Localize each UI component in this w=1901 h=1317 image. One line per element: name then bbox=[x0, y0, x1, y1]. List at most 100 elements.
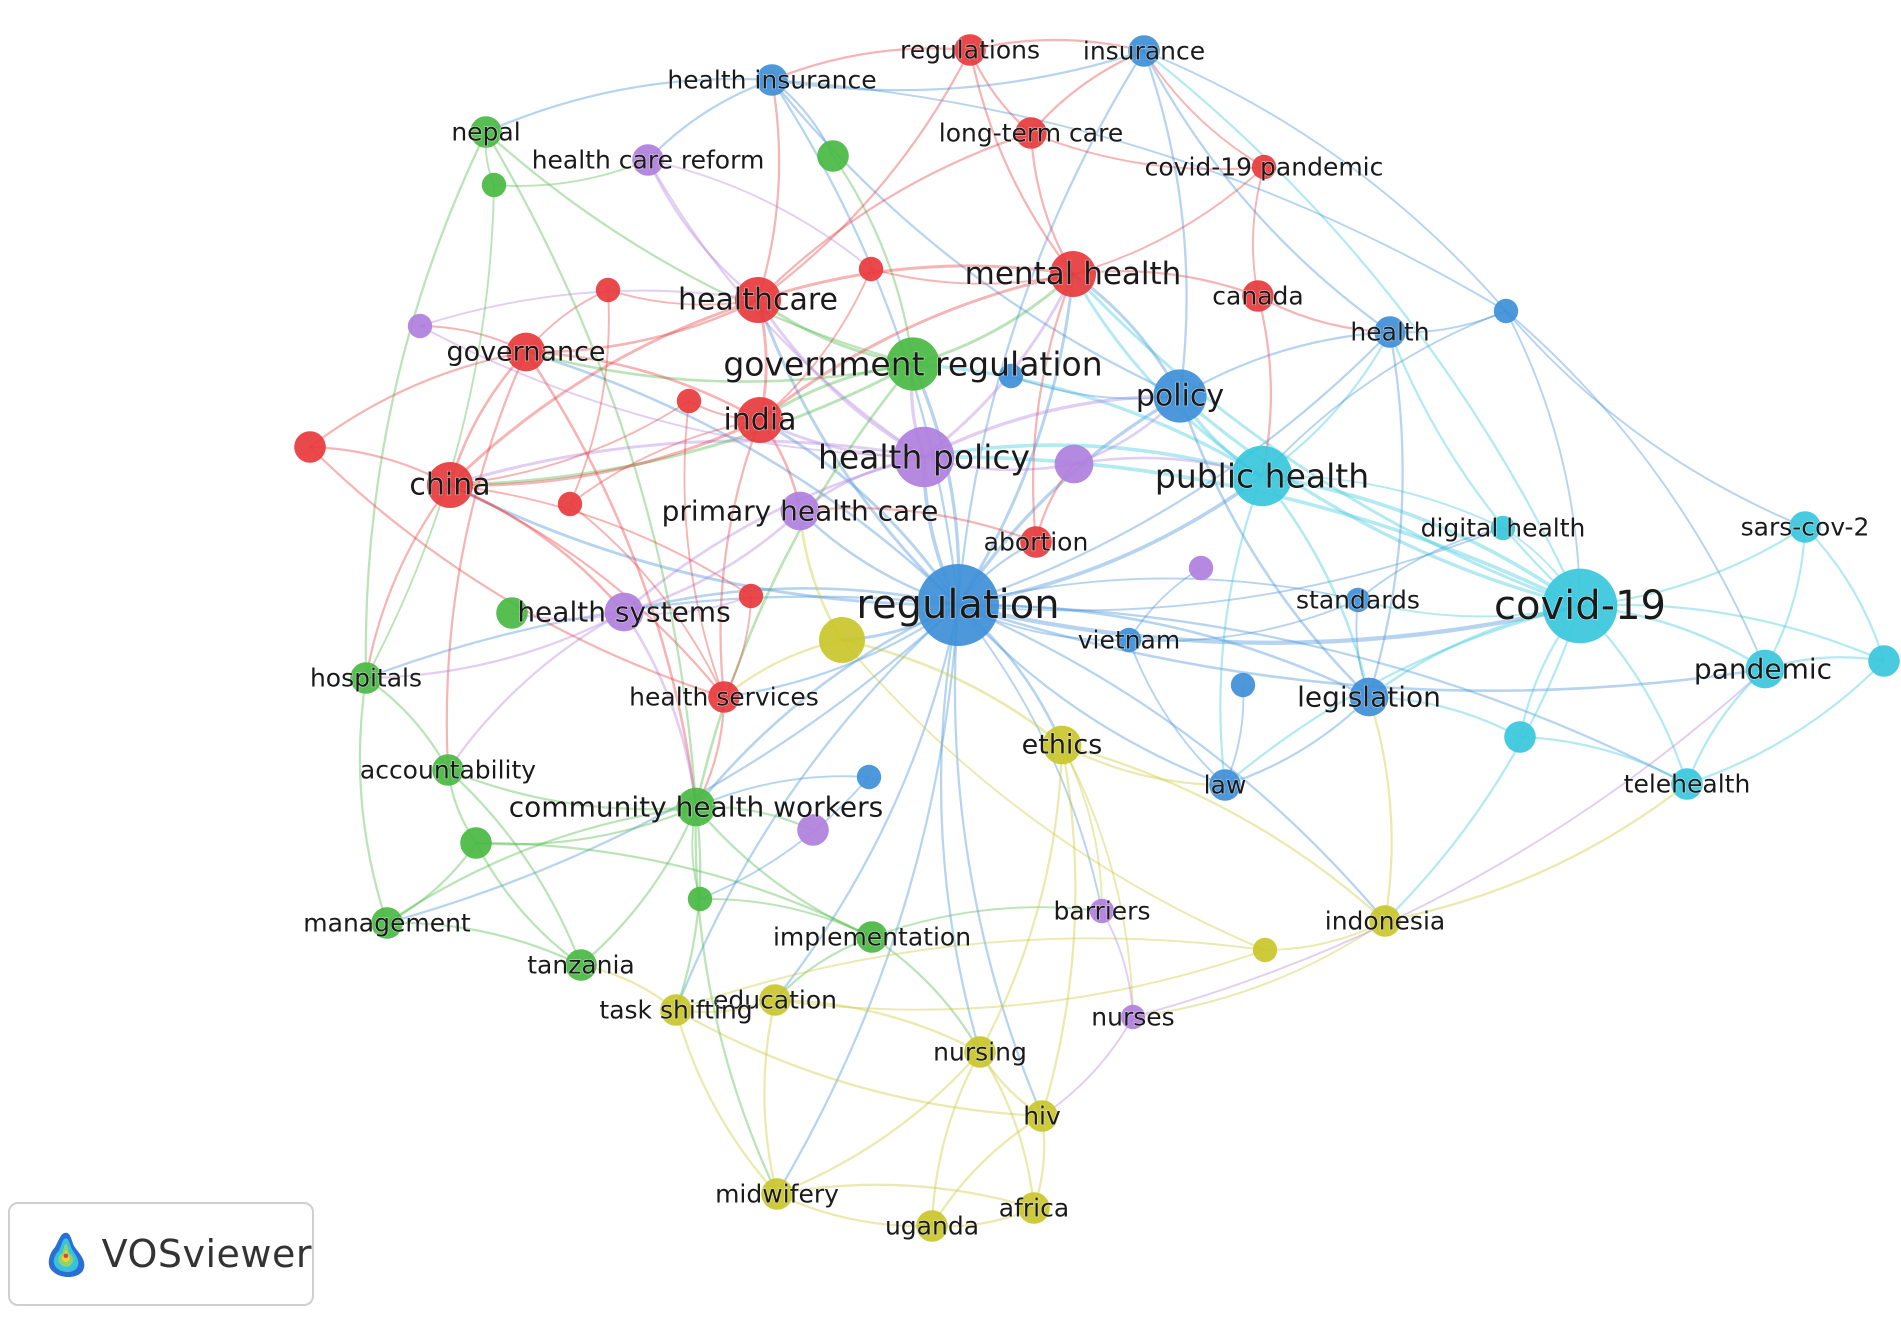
edge-nepal-hospitals bbox=[364, 131, 488, 679]
node-barriers[interactable] bbox=[1089, 898, 1115, 924]
node-sars-cov-2[interactable] bbox=[1789, 511, 1821, 543]
node-long-term-care[interactable] bbox=[1015, 117, 1047, 149]
node-implementation[interactable] bbox=[856, 921, 888, 953]
node-education[interactable] bbox=[759, 984, 791, 1016]
node-u-red2[interactable] bbox=[858, 256, 884, 282]
node-pandemic[interactable] bbox=[1745, 649, 1785, 689]
node-u-green3[interactable] bbox=[496, 597, 528, 629]
node-regulation[interactable] bbox=[917, 564, 999, 646]
node-u-green4[interactable] bbox=[460, 827, 492, 859]
node-u-blue2[interactable] bbox=[1493, 298, 1519, 324]
edge-barriers-nurses bbox=[1101, 910, 1134, 1018]
edge-regulation-standards bbox=[957, 577, 1359, 606]
node-chw[interactable] bbox=[676, 787, 716, 827]
edge-u_green2-hospitals bbox=[365, 184, 495, 679]
node-u-purple3[interactable] bbox=[1188, 555, 1214, 581]
node-legislation[interactable] bbox=[1349, 677, 1389, 717]
node-health[interactable] bbox=[1374, 316, 1406, 348]
edge-regulation-midwifery bbox=[776, 604, 960, 1195]
edge-india-u_red4 bbox=[569, 419, 761, 505]
node-u-blue1[interactable] bbox=[998, 363, 1024, 389]
label-canada: canada bbox=[1212, 282, 1303, 311]
node-vietnam[interactable] bbox=[1116, 627, 1142, 653]
edge-healthcare-china bbox=[448, 298, 759, 487]
node-governance[interactable] bbox=[506, 332, 546, 372]
node-u-red5[interactable] bbox=[294, 431, 326, 463]
node-u-yellow1[interactable] bbox=[819, 617, 865, 663]
node-nursing[interactable] bbox=[964, 1036, 996, 1068]
node-u-blue4[interactable] bbox=[1230, 672, 1256, 698]
node-tanzania[interactable] bbox=[565, 949, 597, 981]
node-u-yellow2[interactable] bbox=[1252, 937, 1278, 963]
node-hospitals[interactable] bbox=[350, 662, 382, 694]
node-canada[interactable] bbox=[1242, 280, 1274, 312]
node-u-red4[interactable] bbox=[557, 491, 583, 517]
edge-health_care_reform-u_red2 bbox=[647, 159, 872, 270]
node-accountability[interactable] bbox=[432, 754, 464, 786]
node-covid19-pandemic[interactable] bbox=[1251, 154, 1277, 180]
node-nurses[interactable] bbox=[1120, 1004, 1146, 1030]
node-ethics[interactable] bbox=[1042, 725, 1082, 765]
node-uganda[interactable] bbox=[916, 1210, 948, 1242]
edge-u_green2-health_care_reform bbox=[493, 159, 649, 187]
node-mental-health[interactable] bbox=[1050, 251, 1096, 297]
node-africa[interactable] bbox=[1018, 1192, 1050, 1224]
node-standards[interactable] bbox=[1345, 587, 1371, 613]
node-u-purple4[interactable] bbox=[797, 814, 829, 846]
node-healthcare[interactable] bbox=[735, 277, 781, 323]
edge-covid19-policy bbox=[1178, 394, 1581, 608]
edge-public_health-law bbox=[1219, 475, 1264, 786]
node-u-red3[interactable] bbox=[676, 388, 702, 414]
edge-covid19-law bbox=[1224, 604, 1581, 786]
node-management[interactable] bbox=[371, 907, 403, 939]
node-india[interactable] bbox=[737, 397, 783, 443]
node-health-policy[interactable] bbox=[893, 426, 955, 488]
node-china[interactable] bbox=[427, 462, 473, 508]
edge-regulation-healthcare bbox=[756, 299, 960, 607]
edge-u_red2-mental_health bbox=[870, 268, 1074, 285]
node-u-red6[interactable] bbox=[738, 583, 764, 609]
node-health-care-reform[interactable] bbox=[632, 144, 664, 176]
node-u-red1[interactable] bbox=[595, 277, 621, 303]
edge-regulation-hospitals bbox=[365, 595, 959, 680]
node-health-insurance[interactable] bbox=[756, 64, 788, 96]
node-u-purple1[interactable] bbox=[407, 313, 433, 339]
label-sars-cov-2: sars-cov-2 bbox=[1741, 513, 1870, 542]
node-telehealth[interactable] bbox=[1671, 768, 1703, 800]
node-regulations[interactable] bbox=[954, 34, 986, 66]
node-u-purple2[interactable] bbox=[1054, 444, 1094, 484]
label-task-shifting: task shifting bbox=[599, 996, 752, 1025]
node-indonesia[interactable] bbox=[1369, 905, 1401, 937]
node-public-health[interactable] bbox=[1231, 445, 1293, 507]
node-primary-hc[interactable] bbox=[780, 491, 820, 531]
edge-covid19-u_cyan2 bbox=[1579, 603, 1885, 663]
node-health-systems[interactable] bbox=[604, 592, 644, 632]
edge-chw-management bbox=[386, 805, 697, 924]
edge-healthcare-governance bbox=[525, 298, 759, 354]
node-midwifery[interactable] bbox=[761, 1178, 793, 1210]
node-u-green1[interactable] bbox=[817, 140, 849, 172]
node-covid19[interactable] bbox=[1542, 568, 1618, 644]
node-u-green2[interactable] bbox=[481, 172, 507, 198]
node-insurance[interactable] bbox=[1128, 35, 1160, 67]
node-health-services[interactable] bbox=[708, 681, 740, 713]
edge-u_red3-health_services bbox=[683, 400, 725, 698]
node-hiv[interactable] bbox=[1026, 1100, 1058, 1132]
node-law[interactable] bbox=[1209, 769, 1241, 801]
node-task-shifting[interactable] bbox=[660, 994, 692, 1026]
node-u-green5[interactable] bbox=[687, 886, 713, 912]
edge-china-health_systems bbox=[449, 483, 625, 613]
edge-regulation-public_health bbox=[957, 474, 1264, 607]
node-u-cyan1[interactable] bbox=[1504, 721, 1536, 753]
node-u-blue3[interactable] bbox=[856, 764, 882, 790]
node-nepal[interactable] bbox=[470, 116, 502, 148]
node-policy[interactable] bbox=[1153, 369, 1207, 423]
node-digital-health[interactable] bbox=[1490, 515, 1516, 541]
node-gov-reg[interactable] bbox=[886, 337, 940, 391]
node-u-cyan2[interactable] bbox=[1868, 645, 1900, 677]
edge-sars_cov_2-u_cyan2 bbox=[1804, 526, 1886, 662]
label-mental-health: mental health bbox=[965, 256, 1182, 292]
edge-indonesia-legislation bbox=[1367, 696, 1393, 922]
node-abortion[interactable] bbox=[1020, 526, 1052, 558]
edge-china-hospitals bbox=[364, 484, 451, 679]
